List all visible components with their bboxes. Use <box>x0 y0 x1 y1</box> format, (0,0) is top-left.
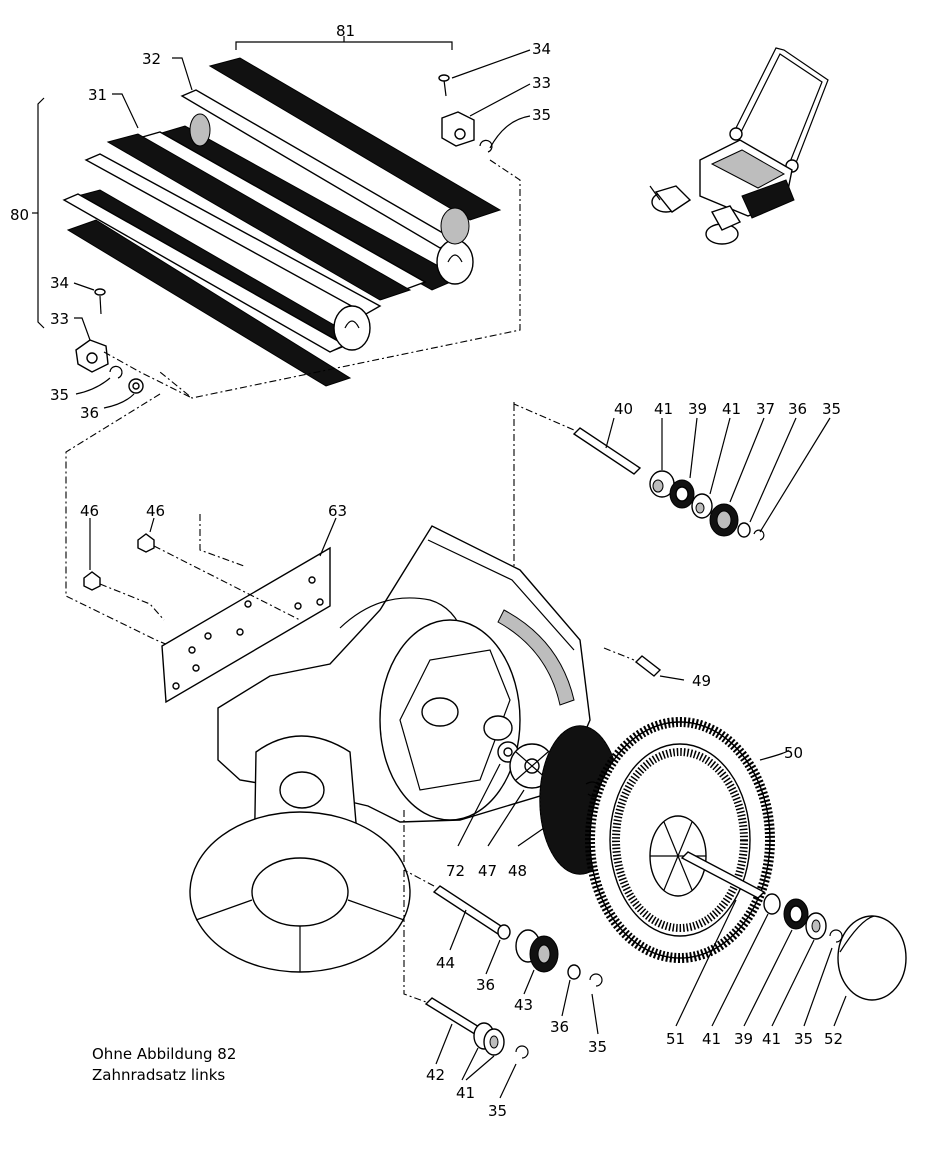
footnote-line-1: Ohne Abbildung 82 <box>92 1045 237 1063</box>
label-33: 33 <box>50 310 69 328</box>
label-51: 51 <box>666 1030 685 1048</box>
label-36: 36 <box>476 976 495 994</box>
label-31: 31 <box>88 86 107 104</box>
label-50: 50 <box>784 744 803 762</box>
label-39: 39 <box>734 1030 753 1048</box>
label-42: 42 <box>426 1066 445 1084</box>
label-32: 32 <box>142 50 161 68</box>
brush-mount-right <box>159 49 531 399</box>
label-41: 41 <box>762 1030 781 1048</box>
label-35: 35 <box>50 386 69 404</box>
drive-shaft-set-lower-right <box>675 851 907 1027</box>
label-52: 52 <box>824 1030 843 1048</box>
brush-roller-assembly <box>32 36 502 387</box>
label-35: 35 <box>488 1102 507 1120</box>
footnote-line-2: Zahnradsatz links <box>92 1066 226 1084</box>
label-44: 44 <box>436 954 455 972</box>
footnote: Ohne Abbildung 82 Zahnradsatz links <box>92 1044 236 1086</box>
label-36: 36 <box>80 404 99 422</box>
label-35: 35 <box>532 106 551 124</box>
label-41: 41 <box>456 1084 475 1102</box>
label-34: 34 <box>532 40 551 58</box>
label-40: 40 <box>614 400 633 418</box>
label-41: 41 <box>702 1030 721 1048</box>
label-46: 46 <box>80 502 99 520</box>
label-34: 34 <box>50 274 69 292</box>
label-41: 41 <box>722 400 741 418</box>
label-80: 80 <box>10 206 29 224</box>
label-72: 72 <box>446 862 465 880</box>
label-33: 33 <box>532 74 551 92</box>
drive-shaft-set-lower-left <box>403 810 529 1099</box>
label-36: 36 <box>788 400 807 418</box>
label-41: 41 <box>654 400 673 418</box>
label-63: 63 <box>328 502 347 520</box>
label-35: 35 <box>794 1030 813 1048</box>
part-number-labels: 81 32 34 33 35 31 80 34 33 35 36 40 41 3… <box>10 22 843 1120</box>
label-49: 49 <box>692 672 711 690</box>
label-36: 36 <box>550 1018 569 1036</box>
drive-shaft-set-lower-center <box>403 869 603 1035</box>
wheel <box>585 717 789 963</box>
label-35: 35 <box>588 1038 607 1056</box>
brush-mount-left <box>65 282 193 651</box>
main-housing <box>189 525 591 973</box>
label-46: 46 <box>146 502 165 520</box>
label-39: 39 <box>688 400 707 418</box>
label-37: 37 <box>756 400 775 418</box>
label-43: 43 <box>514 996 533 1014</box>
label-35: 35 <box>822 400 841 418</box>
sweeper-overview-thumbnail <box>649 47 829 245</box>
label-47: 47 <box>478 862 497 880</box>
label-81: 81 <box>336 22 355 40</box>
label-48: 48 <box>508 862 527 880</box>
mounting-plate <box>83 514 337 704</box>
